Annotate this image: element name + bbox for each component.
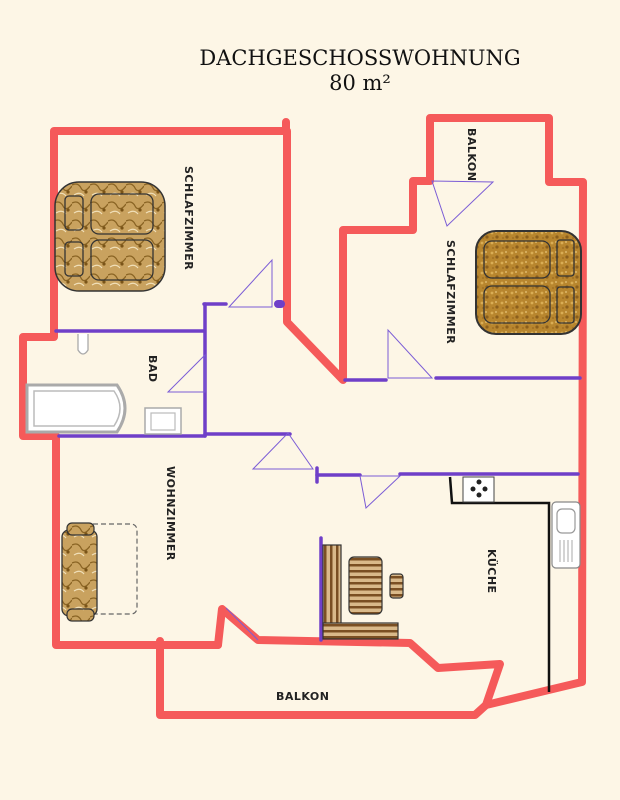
room-label-bad: BAD xyxy=(146,355,159,383)
room-label-balkon-bottom: BALKON xyxy=(276,690,330,703)
kitchen-counter xyxy=(448,476,581,692)
sink-bathroom xyxy=(144,407,182,435)
plan-title-name: DACHGESCHOSSWOHNUNG xyxy=(199,46,521,70)
sofa xyxy=(61,522,138,622)
bed-right xyxy=(475,230,582,335)
plan-title: DACHGESCHOSSWOHNUNG 80 m² xyxy=(150,46,570,96)
bathtub xyxy=(25,383,127,434)
room-label-wohnzimmer: WOHNZIMMER xyxy=(164,466,177,561)
room-label-kueche: KÜCHE xyxy=(485,549,499,594)
room-label-schlafzimmer-right: SCHLAFZIMMER xyxy=(444,240,457,344)
toilet xyxy=(77,334,89,355)
outer-walls xyxy=(19,114,587,719)
door-swings xyxy=(166,180,495,641)
interior-walls xyxy=(54,300,582,642)
room-label-schlafzimmer-left: SCHLAFZIMMER xyxy=(182,166,195,270)
dining-set xyxy=(322,544,404,640)
plan-title-area: 80 m² xyxy=(329,71,391,95)
room-label-balkon-top: BALKON xyxy=(465,128,478,182)
bed-left xyxy=(54,181,166,292)
